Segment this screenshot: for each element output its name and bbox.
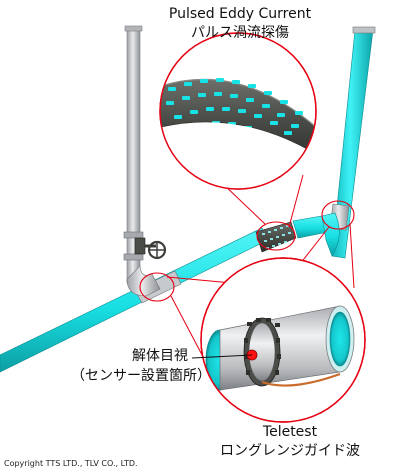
dismantle-inspection-label: 解体目視 xyxy=(132,348,188,364)
callout-ring-sensor-right xyxy=(299,200,355,289)
insulated-pipe-section xyxy=(255,215,329,253)
teletest-jp-label: ロングレンジガイド波 xyxy=(220,443,360,459)
callout-ring-insulated xyxy=(221,174,304,251)
magnified-view-pulsed-eddy-current xyxy=(159,32,317,190)
pulsed-eddy-current-label: Pulsed Eddy Current xyxy=(168,6,312,22)
sensor-leader-line xyxy=(191,354,253,359)
valve xyxy=(134,237,167,260)
right-vertical-pipe xyxy=(321,26,376,259)
magnified-view-teletest xyxy=(200,257,366,423)
teletest-label: Teletest xyxy=(262,424,318,440)
diagonal-cyan-pipe xyxy=(0,227,269,373)
left-vertical-pipe xyxy=(123,25,144,284)
copyright-text: Copyright TTS LTD., TLV CO., LTD. xyxy=(4,459,138,468)
pulsed-eddy-current-jp-label: パルス渦流探傷 xyxy=(191,25,289,41)
sensor-location-label: （センサー設置箇所） xyxy=(71,368,211,384)
